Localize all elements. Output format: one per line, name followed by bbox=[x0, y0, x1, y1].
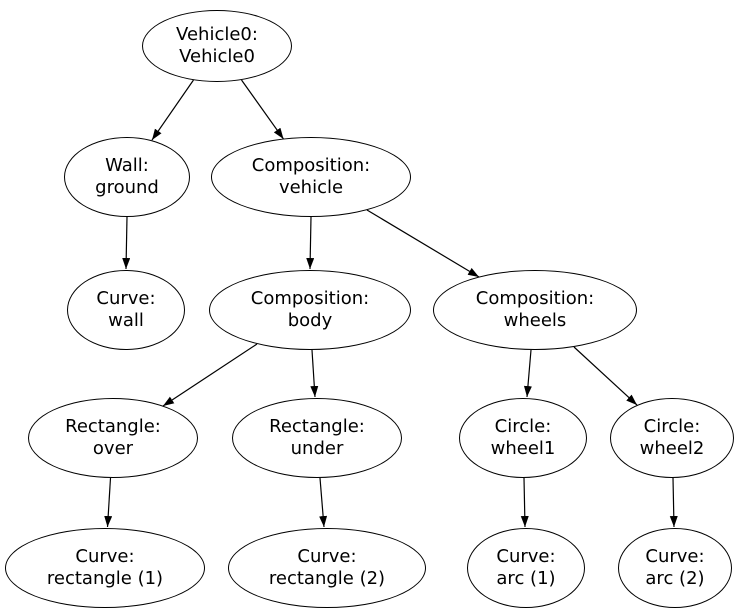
node-rectangle-over: Rectangle: over bbox=[28, 398, 198, 478]
node-rectangle-under: Rectangle: under bbox=[232, 398, 402, 478]
node-composition-body: Composition: body bbox=[209, 270, 411, 350]
node-composition-wheels: Composition: wheels bbox=[433, 270, 637, 350]
edge-composition-wheels-circle-wheel1 bbox=[523, 349, 532, 398]
edge-rectangle-under-curve-rectangle-2 bbox=[319, 477, 328, 528]
node-curve-rectangle-1: Curve: rectangle (1) bbox=[5, 528, 205, 608]
edge-composition-body-rectangle-over bbox=[162, 343, 258, 407]
node-circle-wheel1: Circle: wheel1 bbox=[459, 398, 587, 478]
edge-vehicle0-composition-vehicle bbox=[241, 79, 284, 140]
node-curve-arc-1: Curve: arc (1) bbox=[467, 528, 585, 608]
node-circle-wheel2: Circle: wheel2 bbox=[610, 398, 734, 478]
node-curve-rectangle-2: Curve: rectangle (2) bbox=[228, 528, 426, 608]
node-vehicle0: Vehicle0: Vehicle0 bbox=[142, 10, 292, 82]
node-curve-wall: Curve: wall bbox=[67, 270, 185, 350]
edge-wall-ground-curve-wall bbox=[122, 216, 131, 270]
edge-rectangle-over-curve-rectangle-1 bbox=[104, 477, 113, 528]
edge-composition-vehicle-composition-body bbox=[306, 216, 315, 270]
edge-circle-wheel2-curve-arc-2 bbox=[669, 477, 678, 528]
edge-circle-wheel1-curve-arc-1 bbox=[520, 477, 529, 528]
edge-composition-body-rectangle-under bbox=[310, 349, 319, 398]
node-wall-ground: Wall: ground bbox=[64, 137, 190, 217]
node-curve-arc-2: Curve: arc (2) bbox=[618, 528, 732, 608]
edge-composition-wheels-circle-wheel2 bbox=[573, 346, 638, 406]
node-composition-vehicle: Composition: vehicle bbox=[211, 137, 411, 217]
edge-composition-vehicle-composition-wheels bbox=[366, 209, 480, 278]
edge-vehicle0-wall-ground bbox=[151, 79, 194, 141]
